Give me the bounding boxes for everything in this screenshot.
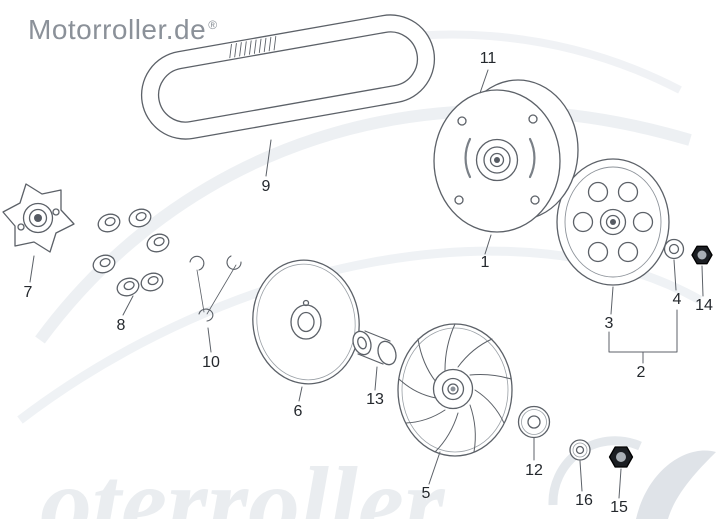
small-washer-drawing	[569, 439, 591, 461]
leader-line	[207, 327, 212, 353]
leader-line	[479, 69, 489, 94]
variator-rollers-drawing	[92, 208, 170, 297]
leader-line	[701, 265, 704, 297]
part-label-12: 12	[525, 462, 543, 479]
part-label-5: 5	[422, 485, 431, 502]
fan-pulley-drawing	[397, 323, 513, 457]
flange-nut-drawing	[691, 245, 713, 265]
part-label-16: 16	[575, 492, 593, 509]
leader-lines	[29, 69, 704, 499]
background-watermark-text: oterroller	[40, 446, 446, 519]
leader-line	[265, 139, 272, 177]
brand-text: Motorroller.de	[28, 14, 207, 45]
group-bracket	[608, 309, 678, 364]
brand-watermark: Motorroller.de®	[28, 14, 218, 46]
drive-belt-drawing	[140, 14, 436, 140]
leader-line	[298, 386, 303, 402]
leader-line	[610, 286, 614, 315]
part-label-8: 8	[117, 317, 126, 334]
washer-drawing	[517, 405, 551, 439]
leader-line	[618, 468, 622, 499]
part-label-9: 9	[262, 178, 271, 195]
registered-mark-icon: ®	[208, 17, 218, 32]
leader-line	[484, 234, 492, 255]
clutch-bell-drawing	[556, 158, 670, 286]
fan-blades	[398, 323, 512, 453]
drive-face-drawing	[252, 259, 360, 385]
part-label-4: 4	[673, 291, 682, 308]
part-label-13: 13	[366, 391, 384, 408]
hex-nut-drawing	[608, 446, 634, 468]
part-label-10: 10	[202, 354, 220, 371]
belt-teeth	[229, 36, 277, 59]
spacer-bushing-drawing	[352, 330, 397, 366]
spacer-ring-drawing	[663, 238, 685, 260]
slide-guides-drawing	[189, 255, 242, 322]
clutch-assembly-drawing	[433, 79, 579, 233]
part-label-7: 7	[24, 284, 33, 301]
part-label-1: 1	[481, 254, 490, 271]
part-label-15: 15	[610, 499, 628, 516]
watermark-wing	[636, 450, 716, 519]
variator-ramp-plate-drawing	[2, 183, 75, 253]
leader-line	[579, 460, 583, 492]
leader-line	[29, 255, 35, 283]
spring-slot	[528, 137, 536, 179]
part-label-11: 11	[480, 50, 497, 67]
part-labels: 1 2 3 4 5 6 7 8 9 10 11 12 13 14 15 16	[24, 50, 713, 516]
spring-slot	[464, 137, 472, 179]
part-label-3: 3	[605, 315, 614, 332]
part-label-2: 2	[637, 364, 646, 381]
part-label-14: 14	[695, 297, 713, 314]
leader-line	[428, 451, 441, 485]
leader-line	[374, 366, 378, 391]
part-label-6: 6	[294, 403, 303, 420]
leader-line	[122, 295, 134, 316]
leader-line	[673, 259, 677, 291]
